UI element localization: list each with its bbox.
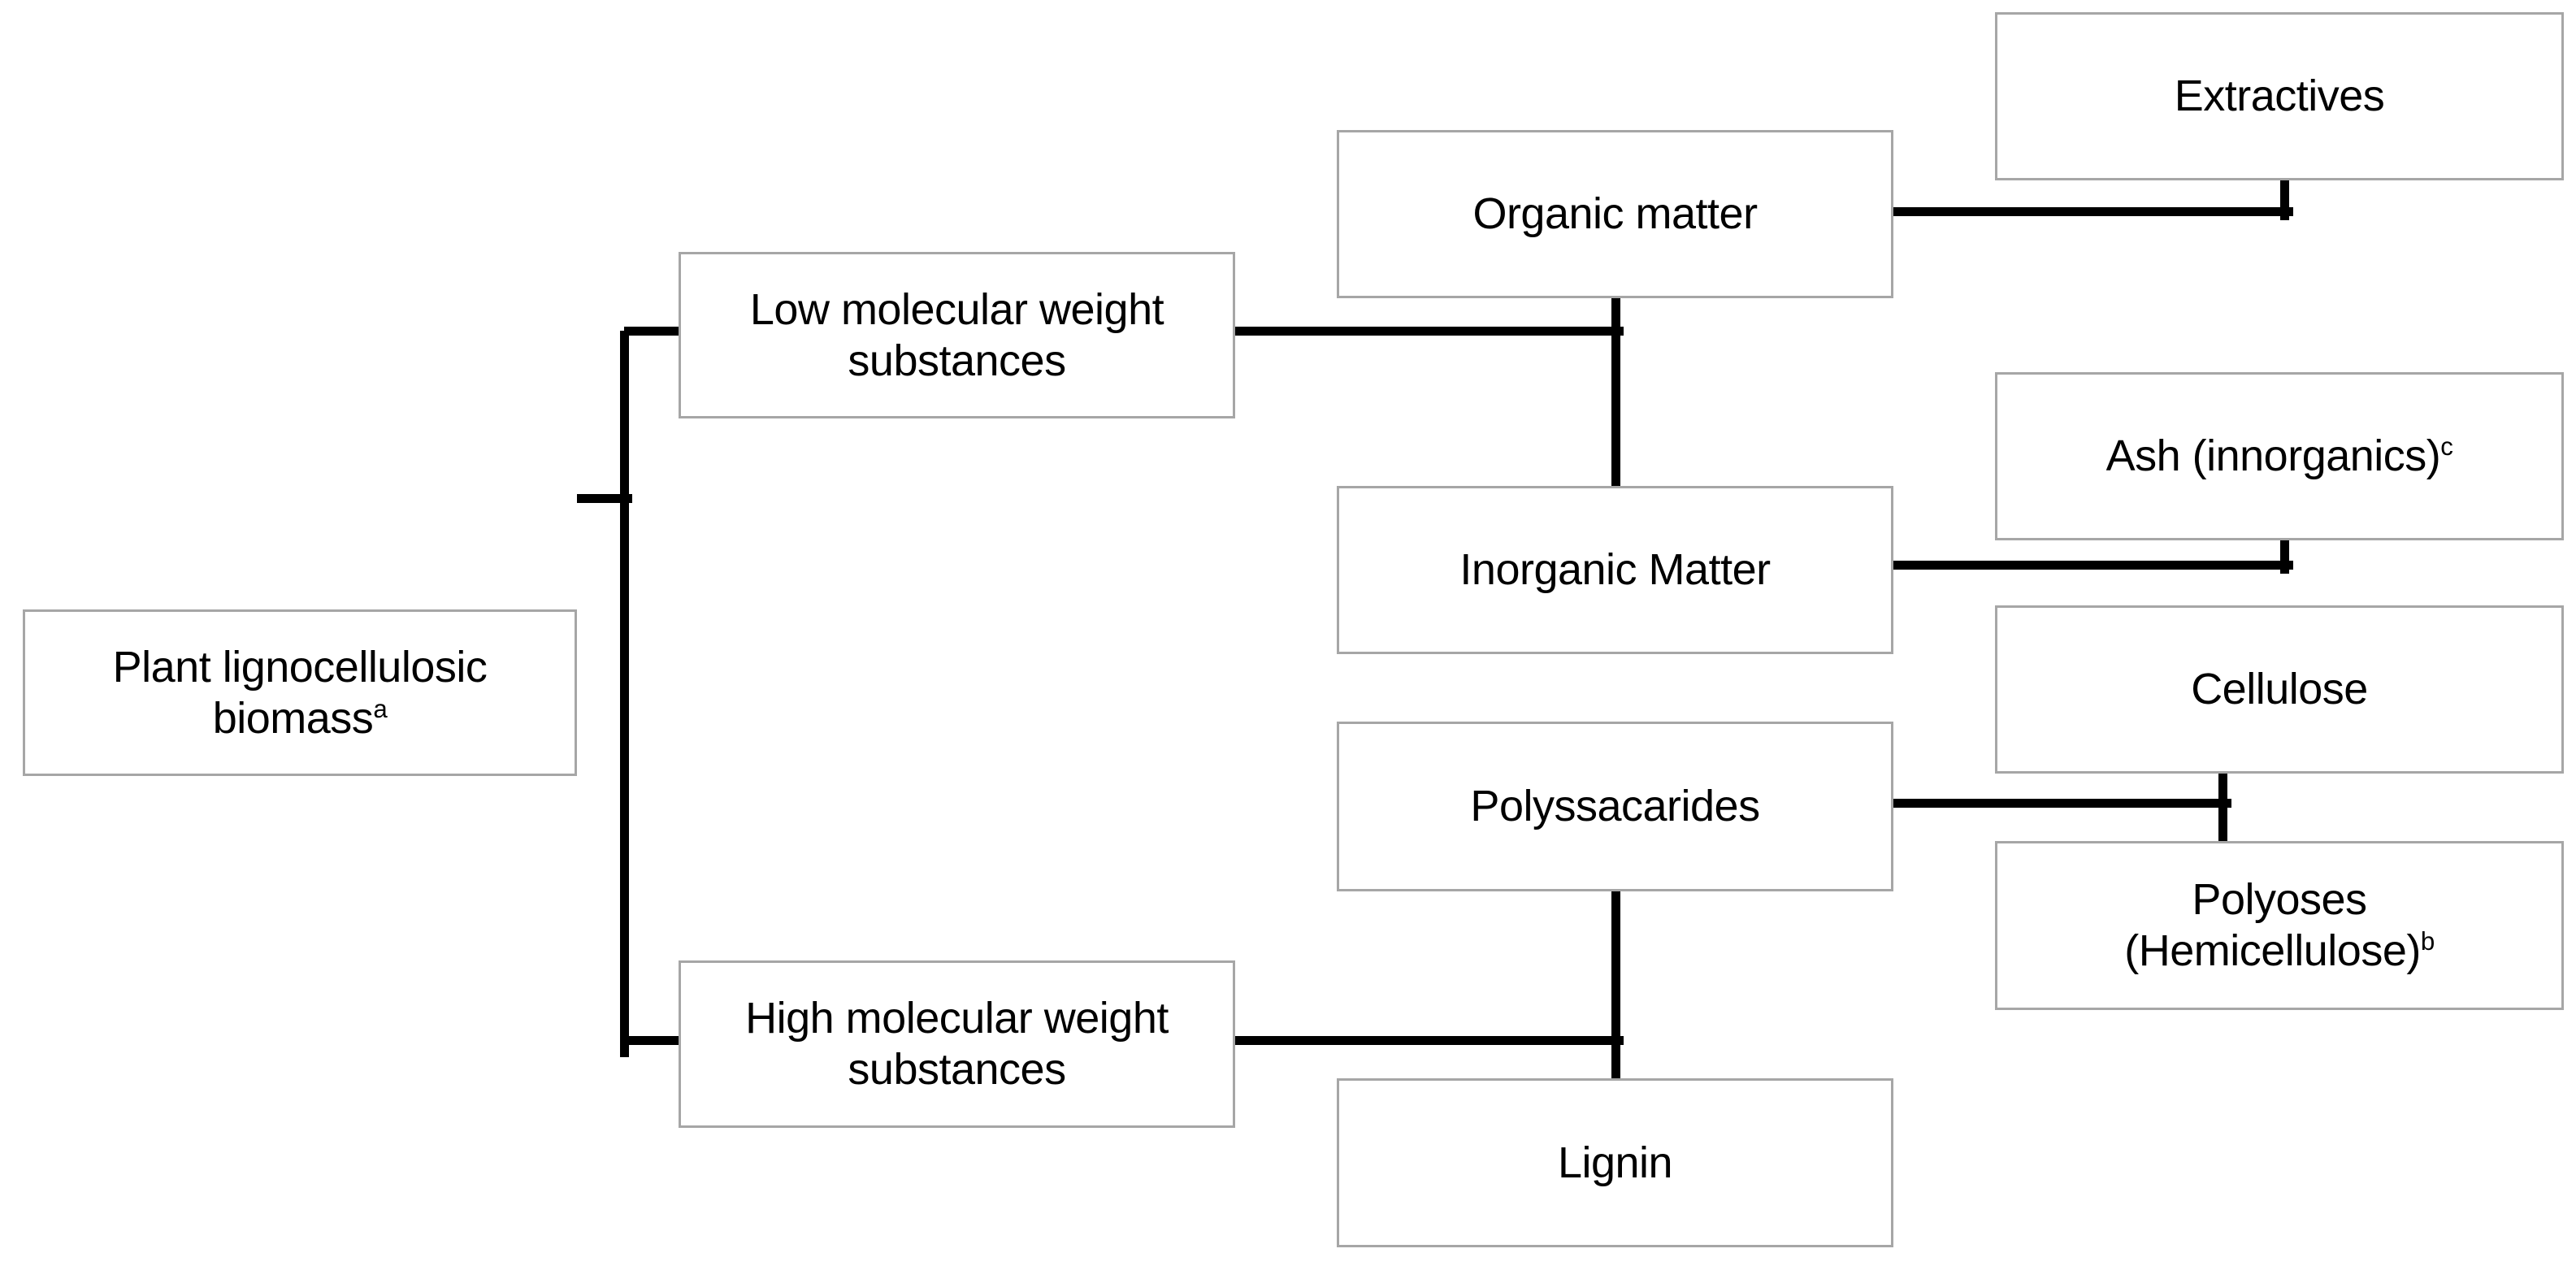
node-label-polyoses: Polyoses (Hemicellulose)b <box>2124 875 2435 975</box>
connector-inorganic-to-ash-h <box>1893 560 2293 570</box>
node-label-low-mw: Low molecular weight substances <box>749 284 1164 385</box>
node-label-polyssacarides: Polyssacarides <box>1470 782 1760 831</box>
node-label-cellulose: Cellulose <box>2191 665 2368 714</box>
connector-inorganic-to-ash-v <box>2279 540 2289 574</box>
node-low-mw[interactable]: Low molecular weight substances <box>679 252 1235 418</box>
connector-trunk-to-high-mw <box>624 1035 683 1045</box>
connector-low-mw-stub <box>1235 326 1624 336</box>
connector-organic-to-extr-h <box>1893 206 2293 216</box>
connector-organic-inorganic-bus <box>1611 298 1620 488</box>
node-ash[interactable]: Ash (innorganics)c <box>1995 372 2564 540</box>
connector-biomass-stub <box>577 493 632 503</box>
node-label-organic-matter: Organic matter <box>1472 189 1758 239</box>
node-high-mw[interactable]: High molecular weight substances <box>679 960 1235 1128</box>
connector-poly-to-cell-v <box>2218 774 2227 845</box>
connector-trunk-to-low-mw <box>624 326 683 336</box>
connector-biomass-trunk <box>619 331 629 1057</box>
node-polyoses[interactable]: Polyoses (Hemicellulose)b <box>1995 841 2564 1010</box>
node-label-ash: Ash (innorganics)c <box>2105 431 2453 481</box>
node-lignin[interactable]: Lignin <box>1337 1078 1893 1247</box>
node-superscript-biomass: a <box>373 694 388 723</box>
node-cellulose[interactable]: Cellulose <box>1995 605 2564 774</box>
connector-poly-to-cell-h <box>1893 798 2231 808</box>
node-inorganic-matter[interactable]: Inorganic Matter <box>1337 486 1893 654</box>
node-label-biomass: Plant lignocellulosic biomassa <box>112 642 488 743</box>
node-label-lignin: Lignin <box>1557 1138 1673 1187</box>
node-biomass[interactable]: Plant lignocellulosic biomassa <box>23 609 577 776</box>
node-polyssacarides[interactable]: Polyssacarides <box>1337 722 1893 891</box>
node-organic-matter[interactable]: Organic matter <box>1337 130 1893 298</box>
connector-poly-lignin-bus <box>1611 891 1620 1080</box>
connector-high-mw-stub <box>1235 1035 1624 1045</box>
node-label-extractives: Extractives <box>2174 72 2385 121</box>
node-superscript-polyoses: b <box>2420 927 2435 956</box>
connector-organic-to-extr-v <box>2279 180 2289 220</box>
node-label-inorganic-matter: Inorganic Matter <box>1459 545 1771 595</box>
node-label-high-mw: High molecular weight substances <box>745 994 1169 1094</box>
node-extractives[interactable]: Extractives <box>1995 12 2564 180</box>
node-superscript-ash: c <box>2440 432 2453 462</box>
